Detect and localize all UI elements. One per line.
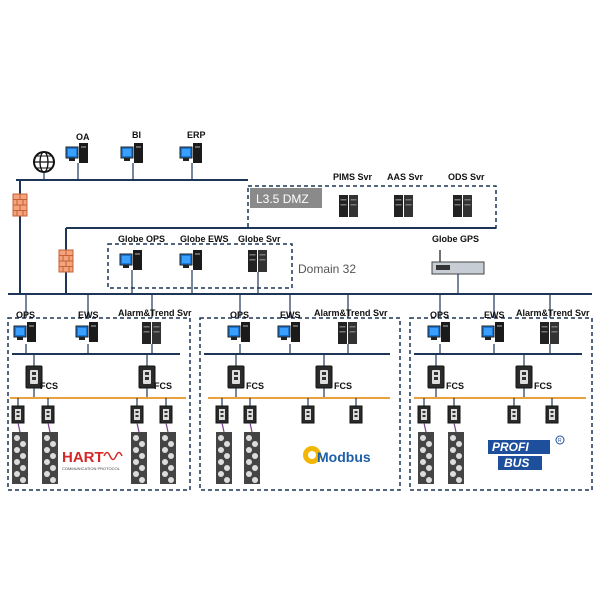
field-device-stack-icon	[160, 432, 176, 484]
ews-workstation-icon	[277, 321, 301, 343]
io-module-icon	[159, 405, 173, 424]
dmz-title: L3.5 DMZ	[256, 192, 309, 206]
ops-workstation-icon	[227, 321, 251, 343]
control-domain-zone	[409, 317, 593, 491]
io-module-icon	[417, 405, 431, 424]
alarm-trend-server-label: Alarm&Trend Svr	[516, 308, 590, 318]
fcs-controller-icon	[227, 365, 245, 389]
fcs-label: FCS	[534, 381, 552, 391]
control-domain-zone	[199, 317, 401, 491]
ops-workstation-icon	[13, 321, 37, 343]
io-module-icon	[215, 405, 229, 424]
fcs-label: FCS	[334, 381, 352, 391]
svg-text:Modbus: Modbus	[317, 449, 371, 465]
io-module-icon	[11, 405, 25, 424]
io-module-icon	[130, 405, 144, 424]
erp-workstation-icon	[179, 142, 203, 164]
fcs-label: FCS	[246, 381, 264, 391]
gps-device-icon	[431, 250, 485, 275]
firewall-icon	[58, 249, 74, 273]
hart-logo: HART COMMUNICATION PROTOCOL	[62, 449, 123, 471]
io-module-icon	[349, 405, 363, 424]
io-module-icon	[243, 405, 257, 424]
pims-server-icon	[339, 195, 358, 217]
modbus-logo: Modbus	[303, 446, 371, 465]
alarm-trend-server-label: Alarm&Trend Svr	[314, 308, 388, 318]
domain-label: Domain 32	[298, 262, 356, 276]
globe-gps-label: Globe GPS	[432, 234, 479, 244]
io-module-icon	[507, 405, 521, 424]
io-module-icon	[301, 405, 315, 424]
fcs-controller-icon	[515, 365, 533, 389]
svg-text:HART: HART	[62, 449, 104, 466]
fcs-label: FCS	[154, 381, 172, 391]
device-link	[17, 422, 21, 433]
svg-text:BUS: BUS	[504, 456, 529, 470]
io-module-icon	[41, 405, 55, 424]
firewall-icon	[12, 193, 28, 217]
globe-ops-label: Globe OPS	[118, 234, 165, 244]
device-link	[47, 422, 51, 433]
field-device-stack-icon	[12, 432, 28, 484]
profibus-logo: PROFI BUS R	[488, 435, 565, 470]
device-link	[221, 422, 225, 433]
device-link	[423, 422, 427, 433]
device-link	[136, 422, 140, 433]
ods-server-label: ODS Svr	[448, 172, 485, 182]
svg-text:PROFI: PROFI	[492, 440, 529, 454]
control-domain-zone	[7, 317, 191, 491]
field-device-stack-icon	[42, 432, 58, 484]
svg-text:R: R	[558, 438, 562, 444]
ews-label: EWS	[280, 310, 301, 320]
io-module-icon	[545, 405, 559, 424]
aas-server-label: AAS Svr	[387, 172, 424, 182]
fcs-controller-icon	[315, 365, 333, 389]
ews-workstation-icon	[75, 321, 99, 343]
fcs-controller-icon	[427, 365, 445, 389]
bi-workstation-icon	[120, 142, 144, 164]
pims-server-label: PIMS Svr	[333, 172, 373, 182]
device-link	[453, 422, 457, 433]
dmz-zone	[247, 185, 497, 229]
globe-zone	[107, 243, 293, 289]
aas-server-icon	[394, 195, 413, 217]
ops-label: OPS	[430, 310, 449, 320]
field-device-stack-icon	[216, 432, 232, 484]
ews-label: EWS	[484, 310, 505, 320]
globe-ops-workstation-icon	[119, 249, 143, 271]
globe-internet-icon	[33, 151, 55, 173]
field-device-stack-icon	[131, 432, 147, 484]
fcs-label: FCS	[40, 381, 58, 391]
bi-label: BI	[132, 130, 141, 140]
globe-ews-workstation-icon	[179, 249, 203, 271]
field-device-stack-icon	[244, 432, 260, 484]
alarm-trend-server-icon	[338, 322, 357, 344]
alarm-trend-server-label: Alarm&Trend Svr	[118, 308, 192, 318]
fcs-controller-icon	[138, 365, 156, 389]
io-module-icon	[447, 405, 461, 424]
ops-label: OPS	[230, 310, 249, 320]
ops-workstation-icon	[427, 321, 451, 343]
device-link	[249, 422, 253, 433]
device-link	[165, 422, 169, 433]
ews-workstation-icon	[481, 321, 505, 343]
alarm-trend-server-icon	[540, 322, 559, 344]
alarm-trend-server-icon	[142, 322, 161, 344]
field-device-stack-icon	[418, 432, 434, 484]
fcs-label: FCS	[446, 381, 464, 391]
ews-label: EWS	[78, 310, 99, 320]
erp-label: ERP	[187, 130, 206, 140]
oa-label: OA	[76, 132, 90, 142]
globe-ews-label: Globe EWS	[180, 234, 229, 244]
ods-server-icon	[453, 195, 472, 217]
oa-workstation-icon	[65, 142, 89, 164]
dmz-title-box	[250, 188, 322, 208]
globe-svr-label: Globe Svr	[238, 234, 281, 244]
svg-text:COMMUNICATION PROTOCOL: COMMUNICATION PROTOCOL	[62, 466, 121, 471]
ops-label: OPS	[16, 310, 35, 320]
globe-server-icon	[248, 250, 267, 272]
field-device-stack-icon	[448, 432, 464, 484]
